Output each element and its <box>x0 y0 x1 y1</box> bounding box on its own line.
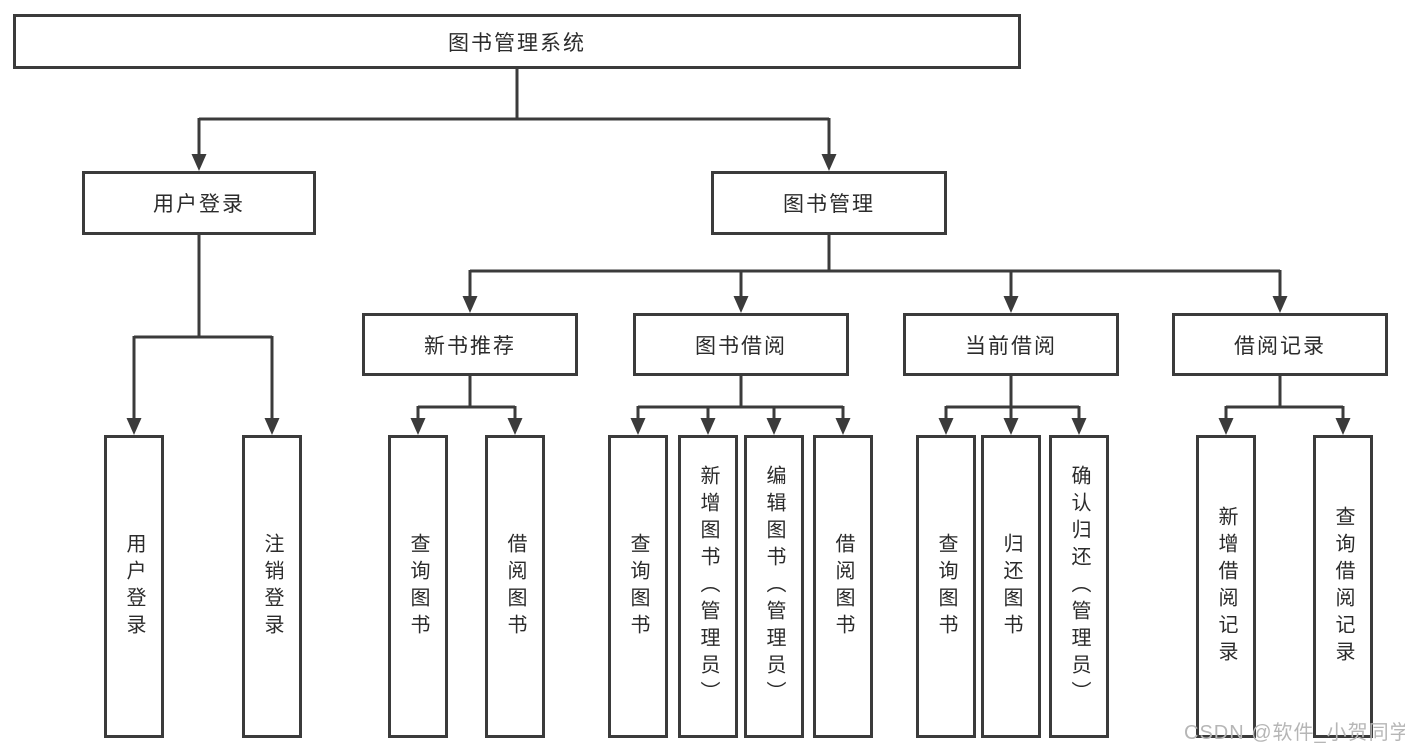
node-user-login: 用户登录 <box>82 171 316 235</box>
node-leaf-nb-query-books: 查询图书 <box>388 435 448 738</box>
node-leaf-bb-query-books: 查询图书 <box>608 435 668 738</box>
node-leaf-br-query-record: 查询借阅记录 <box>1313 435 1373 738</box>
node-new-book-recommend: 新书推荐 <box>362 313 578 376</box>
connector-current-borrow-to-leaves <box>944 375 1081 421</box>
node-book-borrow: 图书借阅 <box>633 313 849 376</box>
arrowheads <box>126 154 1351 435</box>
node-borrow-records: 借阅记录 <box>1172 313 1388 376</box>
node-leaf-user-login-action: 用户登录 <box>104 435 164 738</box>
node-leaf-bb-add-books-admin: 新增图书（管理员） <box>678 435 738 738</box>
connector-book-mgmt-to-level3 <box>468 234 1282 299</box>
node-leaf-br-add-record: 新增借阅记录 <box>1196 435 1256 738</box>
node-leaf-cb-return-books: 归还图书 <box>981 435 1041 738</box>
node-leaf-nb-borrow-books: 借阅图书 <box>485 435 545 738</box>
node-leaf-logout: 注销登录 <box>242 435 302 738</box>
connector-book-borrow-to-leaves <box>636 375 845 421</box>
connector-borrow-records-to-leaves <box>1224 375 1345 421</box>
connector-new-book-to-leaves <box>416 375 517 421</box>
node-current-borrow: 当前借阅 <box>903 313 1119 376</box>
connector-root-to-level2 <box>197 68 831 157</box>
node-book-management: 图书管理 <box>711 171 947 235</box>
connector-user-login-to-leaves <box>132 234 274 421</box>
node-leaf-bb-edit-books-admin: 编辑图书（管理员） <box>744 435 804 738</box>
csdn-watermark: CSDN @软件_小贺同学 <box>1184 722 1405 744</box>
node-leaf-cb-query-books: 查询图书 <box>916 435 976 738</box>
node-root: 图书管理系统 <box>13 14 1021 69</box>
node-leaf-cb-confirm-return-admin: 确认归还（管理员） <box>1049 435 1109 738</box>
node-leaf-bb-borrow-books: 借阅图书 <box>813 435 873 738</box>
